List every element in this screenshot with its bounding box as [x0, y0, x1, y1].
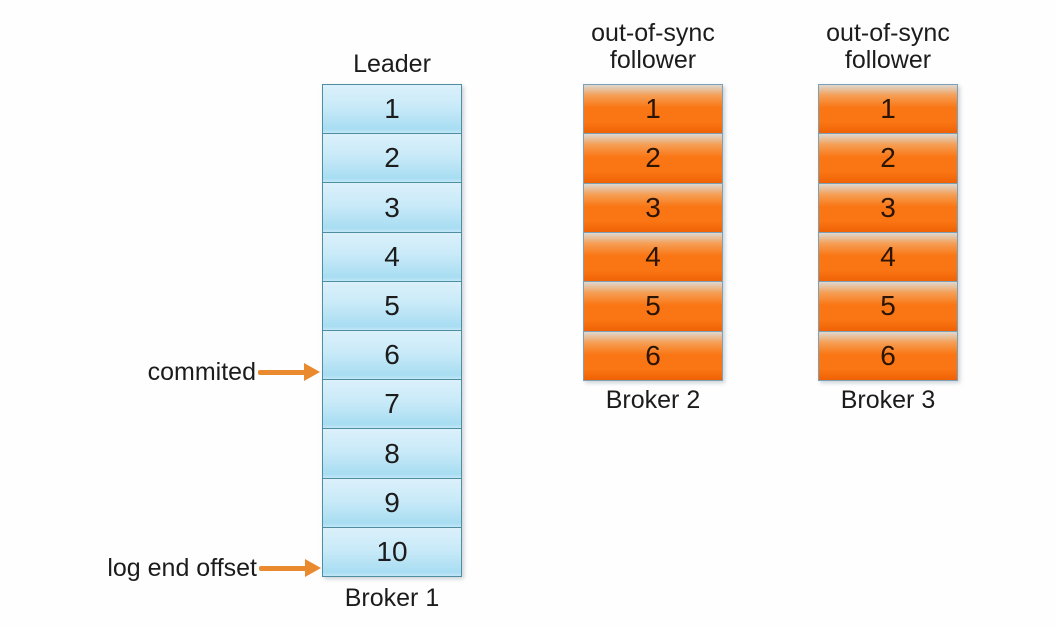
log-entry: 3	[323, 183, 461, 233]
log-entry: 4	[323, 232, 461, 282]
log-entry: 6	[819, 331, 957, 380]
log-entry: 10	[323, 527, 461, 577]
committed-annotation-label: commited	[147, 358, 256, 386]
log-entry: 9	[323, 478, 461, 528]
log-entry: 5	[819, 282, 957, 332]
broker-1-label: Broker 1	[344, 584, 440, 612]
log-entry: 7	[323, 380, 461, 430]
leader-title: Leader	[353, 50, 431, 78]
log-entry: 8	[323, 429, 461, 479]
log-entry: 2	[819, 134, 957, 184]
log-entry: 3	[819, 183, 957, 233]
committed-arrow	[258, 370, 306, 375]
log-entry: 1	[584, 85, 722, 135]
log-end-offset-arrow	[259, 566, 307, 571]
broker-2-label: Broker 2	[605, 386, 701, 414]
log-entry: 3	[584, 183, 722, 233]
log-entry: 4	[819, 232, 957, 283]
log-end-offset-annotation-label: log end offset	[107, 554, 257, 582]
follower-2-title: out-of-sync follower	[826, 19, 950, 74]
log-entry: 4	[584, 232, 722, 283]
log-entry: 5	[584, 282, 722, 332]
committed-arrow-head-icon	[304, 363, 320, 381]
log-entry: 1	[819, 85, 957, 135]
log-entry: 5	[323, 281, 461, 332]
broker-3-label: Broker 3	[840, 386, 936, 414]
follower-1-title: out-of-sync follower	[591, 19, 715, 74]
log-entry: 6	[323, 331, 461, 381]
log-end-offset-arrow-head-icon	[305, 559, 321, 577]
log-entry: 2	[323, 134, 461, 184]
log-entry: 6	[584, 331, 722, 380]
log-entry: 2	[584, 134, 722, 184]
log-entry: 1	[323, 85, 461, 135]
